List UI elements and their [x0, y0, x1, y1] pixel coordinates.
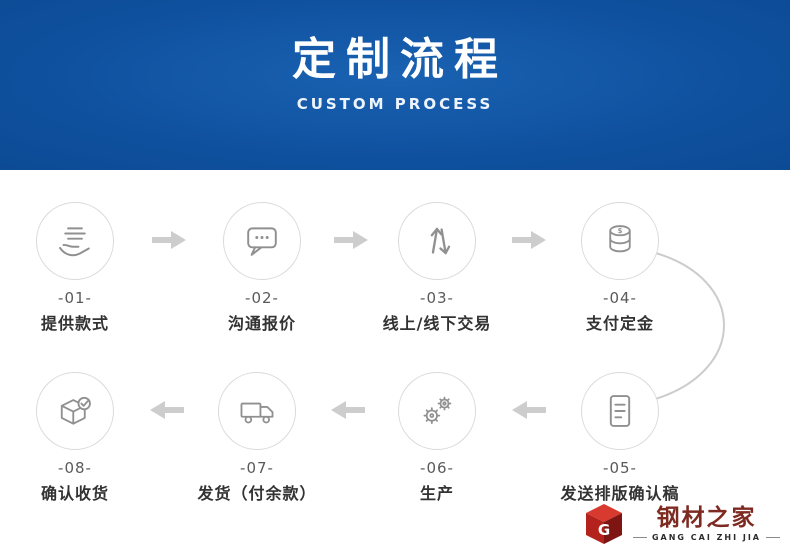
step-number: -03- [420, 289, 454, 307]
step-number: -07- [240, 459, 274, 477]
step-number: -04- [603, 289, 637, 307]
step-circle [398, 202, 476, 280]
step-number: -01- [58, 289, 92, 307]
transfer-arrows-icon [430, 227, 451, 255]
step-number: -08- [58, 459, 92, 477]
step-title: 线上/线下交易 [382, 314, 492, 333]
step-title: 发货（付余款） [197, 484, 317, 503]
package-check-icon [60, 396, 91, 425]
arrow-right-icon [512, 231, 546, 249]
page-title: 定制流程 [292, 34, 508, 85]
step-title: 提供款式 [40, 314, 109, 333]
arrow-left-icon [150, 401, 184, 419]
logo-text: 钢材之家 GANG CAI ZHI JIA [633, 504, 780, 542]
hand-layers-icon [59, 227, 90, 257]
step-title: 支付定金 [585, 314, 654, 333]
process-step-04: $ -04- 支付定金 [530, 202, 710, 334]
step-title: 生产 [419, 484, 454, 503]
process-step-03: -03- 线上/线下交易 [347, 202, 527, 334]
truck-icon [240, 402, 274, 424]
process-step-05: -05- 发送排版确认稿 [530, 372, 710, 504]
process-step-08: -08- 确认收货 [0, 372, 165, 504]
step-title: 沟通报价 [227, 314, 296, 333]
process-step-06: -06- 生产 [347, 372, 527, 504]
coins-icon: $ [609, 225, 631, 253]
brand-logo: G 钢材之家 GANG CAI ZHI JIA [582, 502, 780, 546]
banner: 定制流程 CUSTOM PROCESS [0, 0, 790, 170]
step-circle [581, 372, 659, 450]
logo-tagline: GANG CAI ZHI JIA [633, 533, 780, 542]
process-step-02: -02- 沟通报价 [172, 202, 352, 334]
arrow-right-icon [334, 231, 368, 249]
step-circle: $ [581, 202, 659, 280]
process-step-07: -07- 发货（付余款） [167, 372, 347, 504]
step-title: 发送排版确认稿 [560, 484, 680, 503]
svg-text:$: $ [618, 227, 623, 235]
chat-dots-icon [247, 227, 277, 256]
step-number: -06- [420, 459, 454, 477]
step-number: -02- [245, 289, 279, 307]
logo-name: 钢材之家 [656, 504, 757, 531]
arrow-right-icon [152, 231, 186, 249]
step-number: -05- [603, 459, 637, 477]
step-circle [223, 202, 301, 280]
step-circle [218, 372, 296, 450]
arrow-left-icon [512, 401, 546, 419]
process-step-01: -01- 提供款式 [0, 202, 165, 334]
document-icon [609, 395, 631, 427]
arrow-left-icon [331, 401, 365, 419]
page-subtitle: CUSTOM PROCESS [296, 94, 494, 113]
step-circle [36, 202, 114, 280]
logo-cube-icon: G [585, 504, 622, 544]
logo-monogram: G [598, 521, 610, 539]
step-circle [398, 372, 476, 450]
step-circle [36, 372, 114, 450]
step-title: 确认收货 [40, 484, 109, 503]
gears-icon [423, 396, 452, 424]
